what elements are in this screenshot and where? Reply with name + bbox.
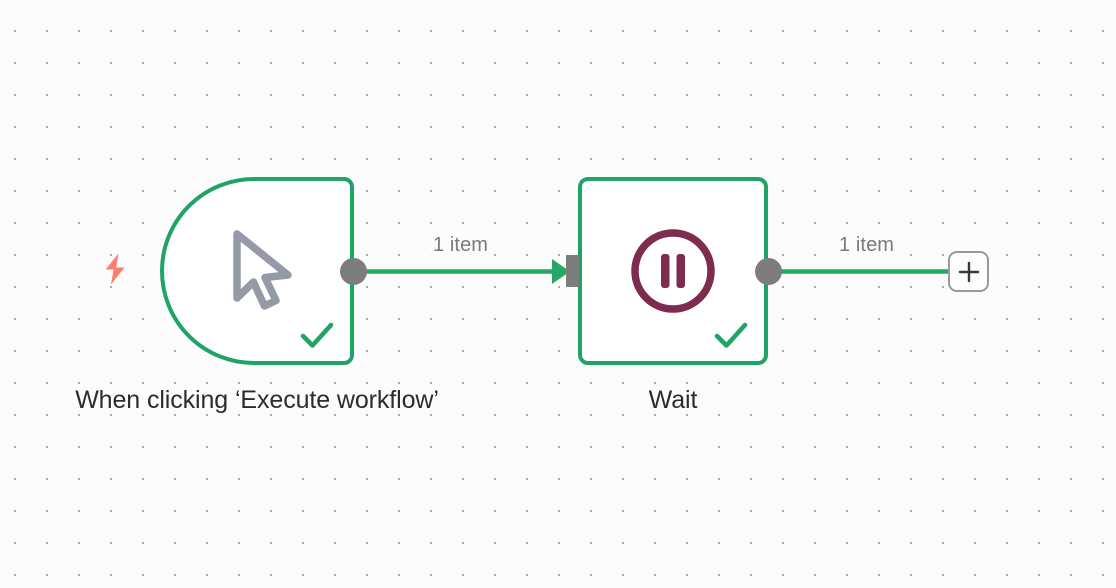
workflow-node-trigger[interactable] xyxy=(160,177,354,365)
status-badge xyxy=(298,317,336,355)
pause-circle-icon xyxy=(582,181,764,361)
connection-trigger-to-wait[interactable] xyxy=(353,259,570,284)
cursor-pointer-icon xyxy=(164,181,350,361)
add-node-button[interactable] xyxy=(948,251,989,292)
lightning-bolt-icon xyxy=(99,252,131,286)
output-port-trigger[interactable] xyxy=(340,258,367,285)
connection-label-items: 1 item xyxy=(430,233,492,257)
status-badge xyxy=(712,317,750,355)
workflow-node-wait[interactable] xyxy=(578,177,768,365)
output-port-wait[interactable] xyxy=(755,258,782,285)
plus-icon xyxy=(958,261,979,282)
node-title-wait: Wait xyxy=(648,386,698,414)
node-title-trigger: When clicking ‘Execute workflow’ xyxy=(75,386,439,414)
connection-label-items: 1 item xyxy=(836,233,898,257)
input-port-wait[interactable] xyxy=(566,255,579,287)
